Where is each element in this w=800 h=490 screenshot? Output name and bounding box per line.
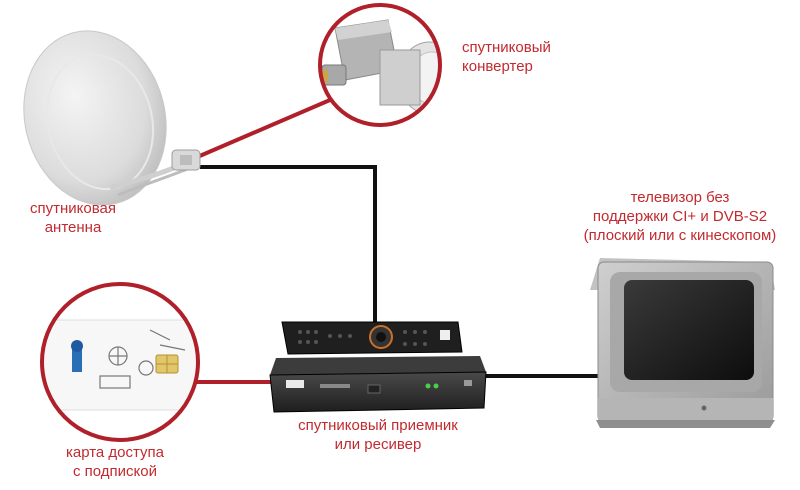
receiver-label: спутниковый приемник или ресивер bbox=[268, 416, 488, 454]
tv-label-line2: поддержки CI+ и DVB-S2 bbox=[592, 208, 768, 225]
satellite-dish-icon bbox=[23, 30, 201, 206]
access-card-icon bbox=[40, 282, 200, 442]
antenna-label-line1: спутниковая bbox=[30, 200, 116, 217]
converter-label-line1: спутниковый bbox=[462, 39, 551, 56]
receiver-box-icon bbox=[269, 356, 487, 413]
receiver-label-line1: спутниковый приемник bbox=[298, 417, 458, 434]
tv-label: телевизор без поддержки CI+ и DVB-S2 (пл… bbox=[560, 188, 800, 245]
antenna-label: спутниковая антенна bbox=[18, 199, 128, 237]
lnb-converter-icon bbox=[318, 3, 442, 127]
converter-label-line2: конвертер bbox=[462, 58, 533, 75]
receiver-label-line2: или ресивер bbox=[334, 436, 422, 453]
tv-label-line1: телевизор без bbox=[630, 189, 730, 206]
card-label: карта доступа с подпиской bbox=[40, 443, 190, 481]
card-label-line1: карта доступа bbox=[65, 444, 165, 461]
crt-tv-icon bbox=[590, 258, 775, 428]
antenna-label-line2: антенна bbox=[44, 219, 102, 236]
tv-label-line3: (плоский или с кинескопом) bbox=[583, 227, 777, 244]
remote-control-icon bbox=[281, 321, 463, 355]
coax-cable bbox=[200, 165, 377, 322]
card-label-line2: с подпиской bbox=[72, 463, 157, 480]
converter-callout-line bbox=[194, 98, 331, 160]
converter-label: спутниковый конвертер bbox=[462, 38, 551, 76]
